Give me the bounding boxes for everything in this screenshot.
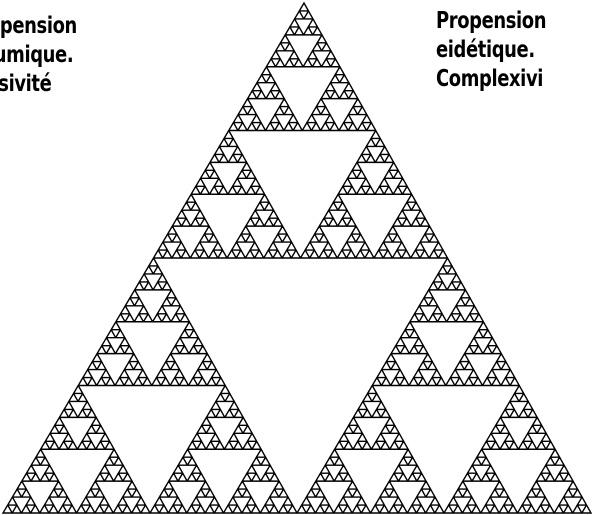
left-caption-line-2: lumique.: [0, 41, 77, 70]
right-caption-line-2: eidétique.: [436, 36, 546, 65]
right-caption: Propension eidétique. Complexivi: [436, 7, 546, 94]
left-caption-line-1: opension: [0, 12, 77, 41]
right-caption-line-1: Propension: [436, 7, 546, 36]
right-caption-line-3: Complexivi: [436, 65, 546, 94]
left-caption: opension lumique. ssivité: [0, 12, 77, 99]
left-caption-line-3: ssivité: [0, 70, 77, 99]
